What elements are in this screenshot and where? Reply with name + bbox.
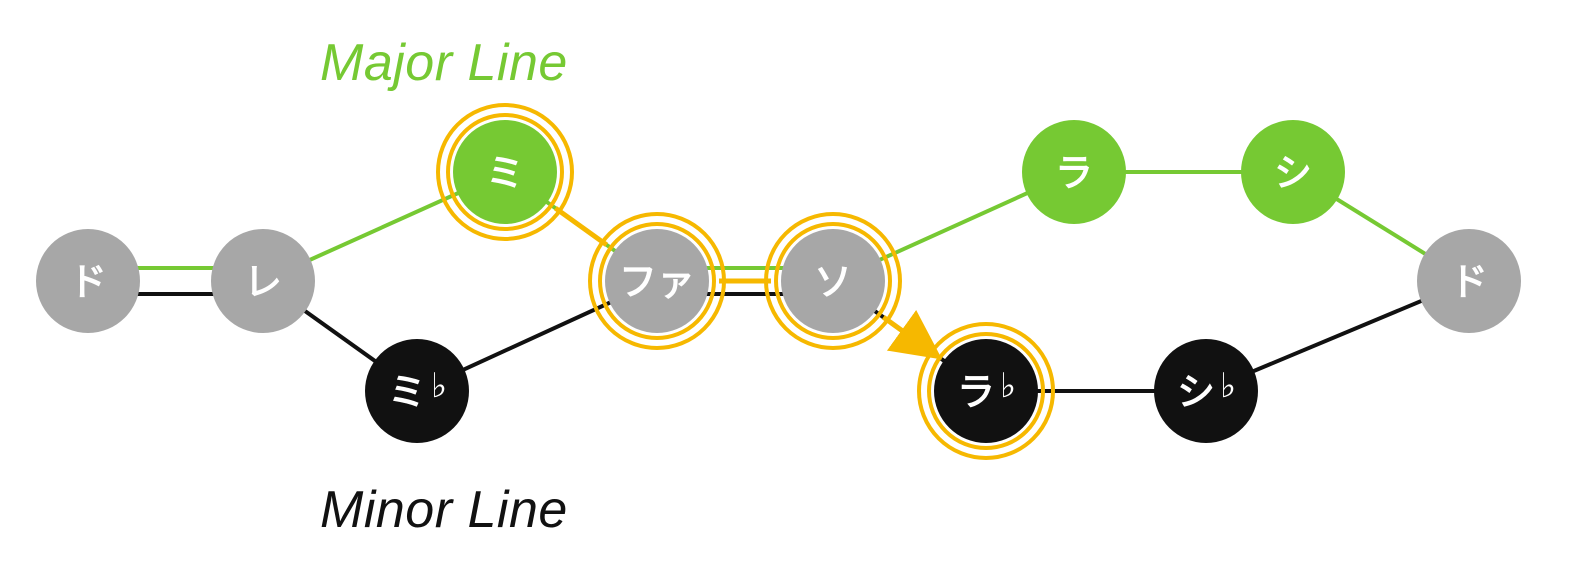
note-node-sib: シ♭ [1154,339,1258,443]
highlight-ring-inner-fa [598,222,716,340]
note-circle-mi [453,120,557,224]
note-label-si: シ [1274,151,1312,195]
highlight-ring-inner-so [774,222,892,340]
note-node-re: レ [211,229,315,333]
highlight-ring-inner-lab [927,332,1045,450]
note-node-mib: ミ♭ [365,339,469,443]
highlight-ring-so [764,212,902,350]
note-label-do2: ド [1450,260,1488,304]
highlight-ring-mi [436,103,574,241]
minor-line-title: Minor Line [320,481,568,539]
note-label-re: レ [244,260,282,304]
note-circle-lab [934,339,1038,443]
highlight-segment-mi-fa [553,206,609,247]
note-label-do1: ド [69,260,107,304]
note-circle-do2 [1417,229,1521,333]
note-circle-re [211,229,315,333]
note-label-sib: シ [1177,370,1215,414]
note-label-mi: ミ [486,151,524,195]
major-line-title: Major Line [320,34,568,92]
note-circle-fa [605,229,709,333]
note-circle-si [1241,120,1345,224]
note-node-mi: ミ [436,103,574,241]
note-label-mib: ミ [388,370,426,414]
note-circle-sib [1154,339,1258,443]
note-node-so: ソ [764,212,902,350]
note-label-la: ラ [1055,151,1093,195]
note-node-do2: ド [1417,229,1521,333]
note-circle-so [781,229,885,333]
highlight-ring-fa [588,212,726,350]
note-node-la: ラ [1022,120,1126,224]
highlight-layer [553,206,943,360]
note-circle-mib [365,339,469,443]
note-circle-la [1022,120,1126,224]
flat-sign-lab: ♭ [1000,366,1016,406]
highlight-segment-so-lab [881,309,943,360]
note-label-lab: ラ [957,370,995,414]
note-node-fa: ファ [588,212,726,350]
flat-sign-mib: ♭ [431,366,447,406]
note-label-fa: ファ [619,260,695,304]
highlight-ring-inner-mi [446,113,564,231]
nodes-layer: ドレミミ♭ファソララ♭シシ♭ド [36,103,1521,460]
flat-sign-sib: ♭ [1220,366,1236,406]
note-circle-do1 [36,229,140,333]
note-node-do1: ド [36,229,140,333]
note-label-so: ソ [814,260,852,304]
highlight-ring-lab [917,322,1055,460]
note-node-si: シ [1241,120,1345,224]
note-node-lab: ラ♭ [917,322,1055,460]
